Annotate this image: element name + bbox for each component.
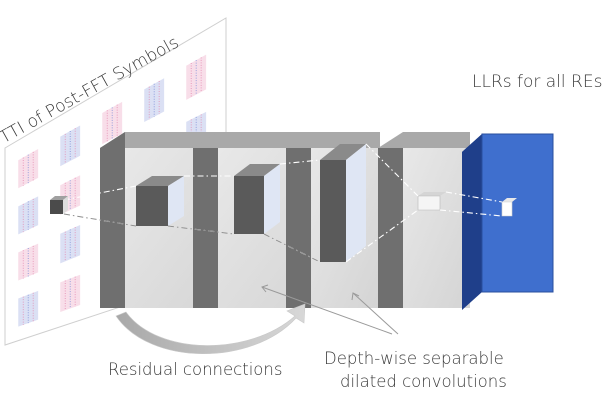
residual-connections-label: Residual connections <box>108 360 283 379</box>
conv-layer-3 <box>286 132 380 308</box>
grid-block <box>18 196 39 235</box>
grid-block <box>18 149 39 189</box>
depthwise-label-line2: dilated convolutions <box>340 372 507 391</box>
output-title: LLRs for all REs <box>472 72 603 92</box>
projection-lines-shadow <box>63 213 321 263</box>
input-patch-cube <box>50 196 68 214</box>
depthwise-label-line1: Depth-wise separable <box>324 349 504 368</box>
conv-layer-4 <box>378 132 470 308</box>
depthwise-pointer-arrows <box>261 284 399 335</box>
grid-block <box>60 274 81 312</box>
curved-arrow-icon <box>115 303 306 355</box>
output-llr-layer <box>462 133 554 310</box>
